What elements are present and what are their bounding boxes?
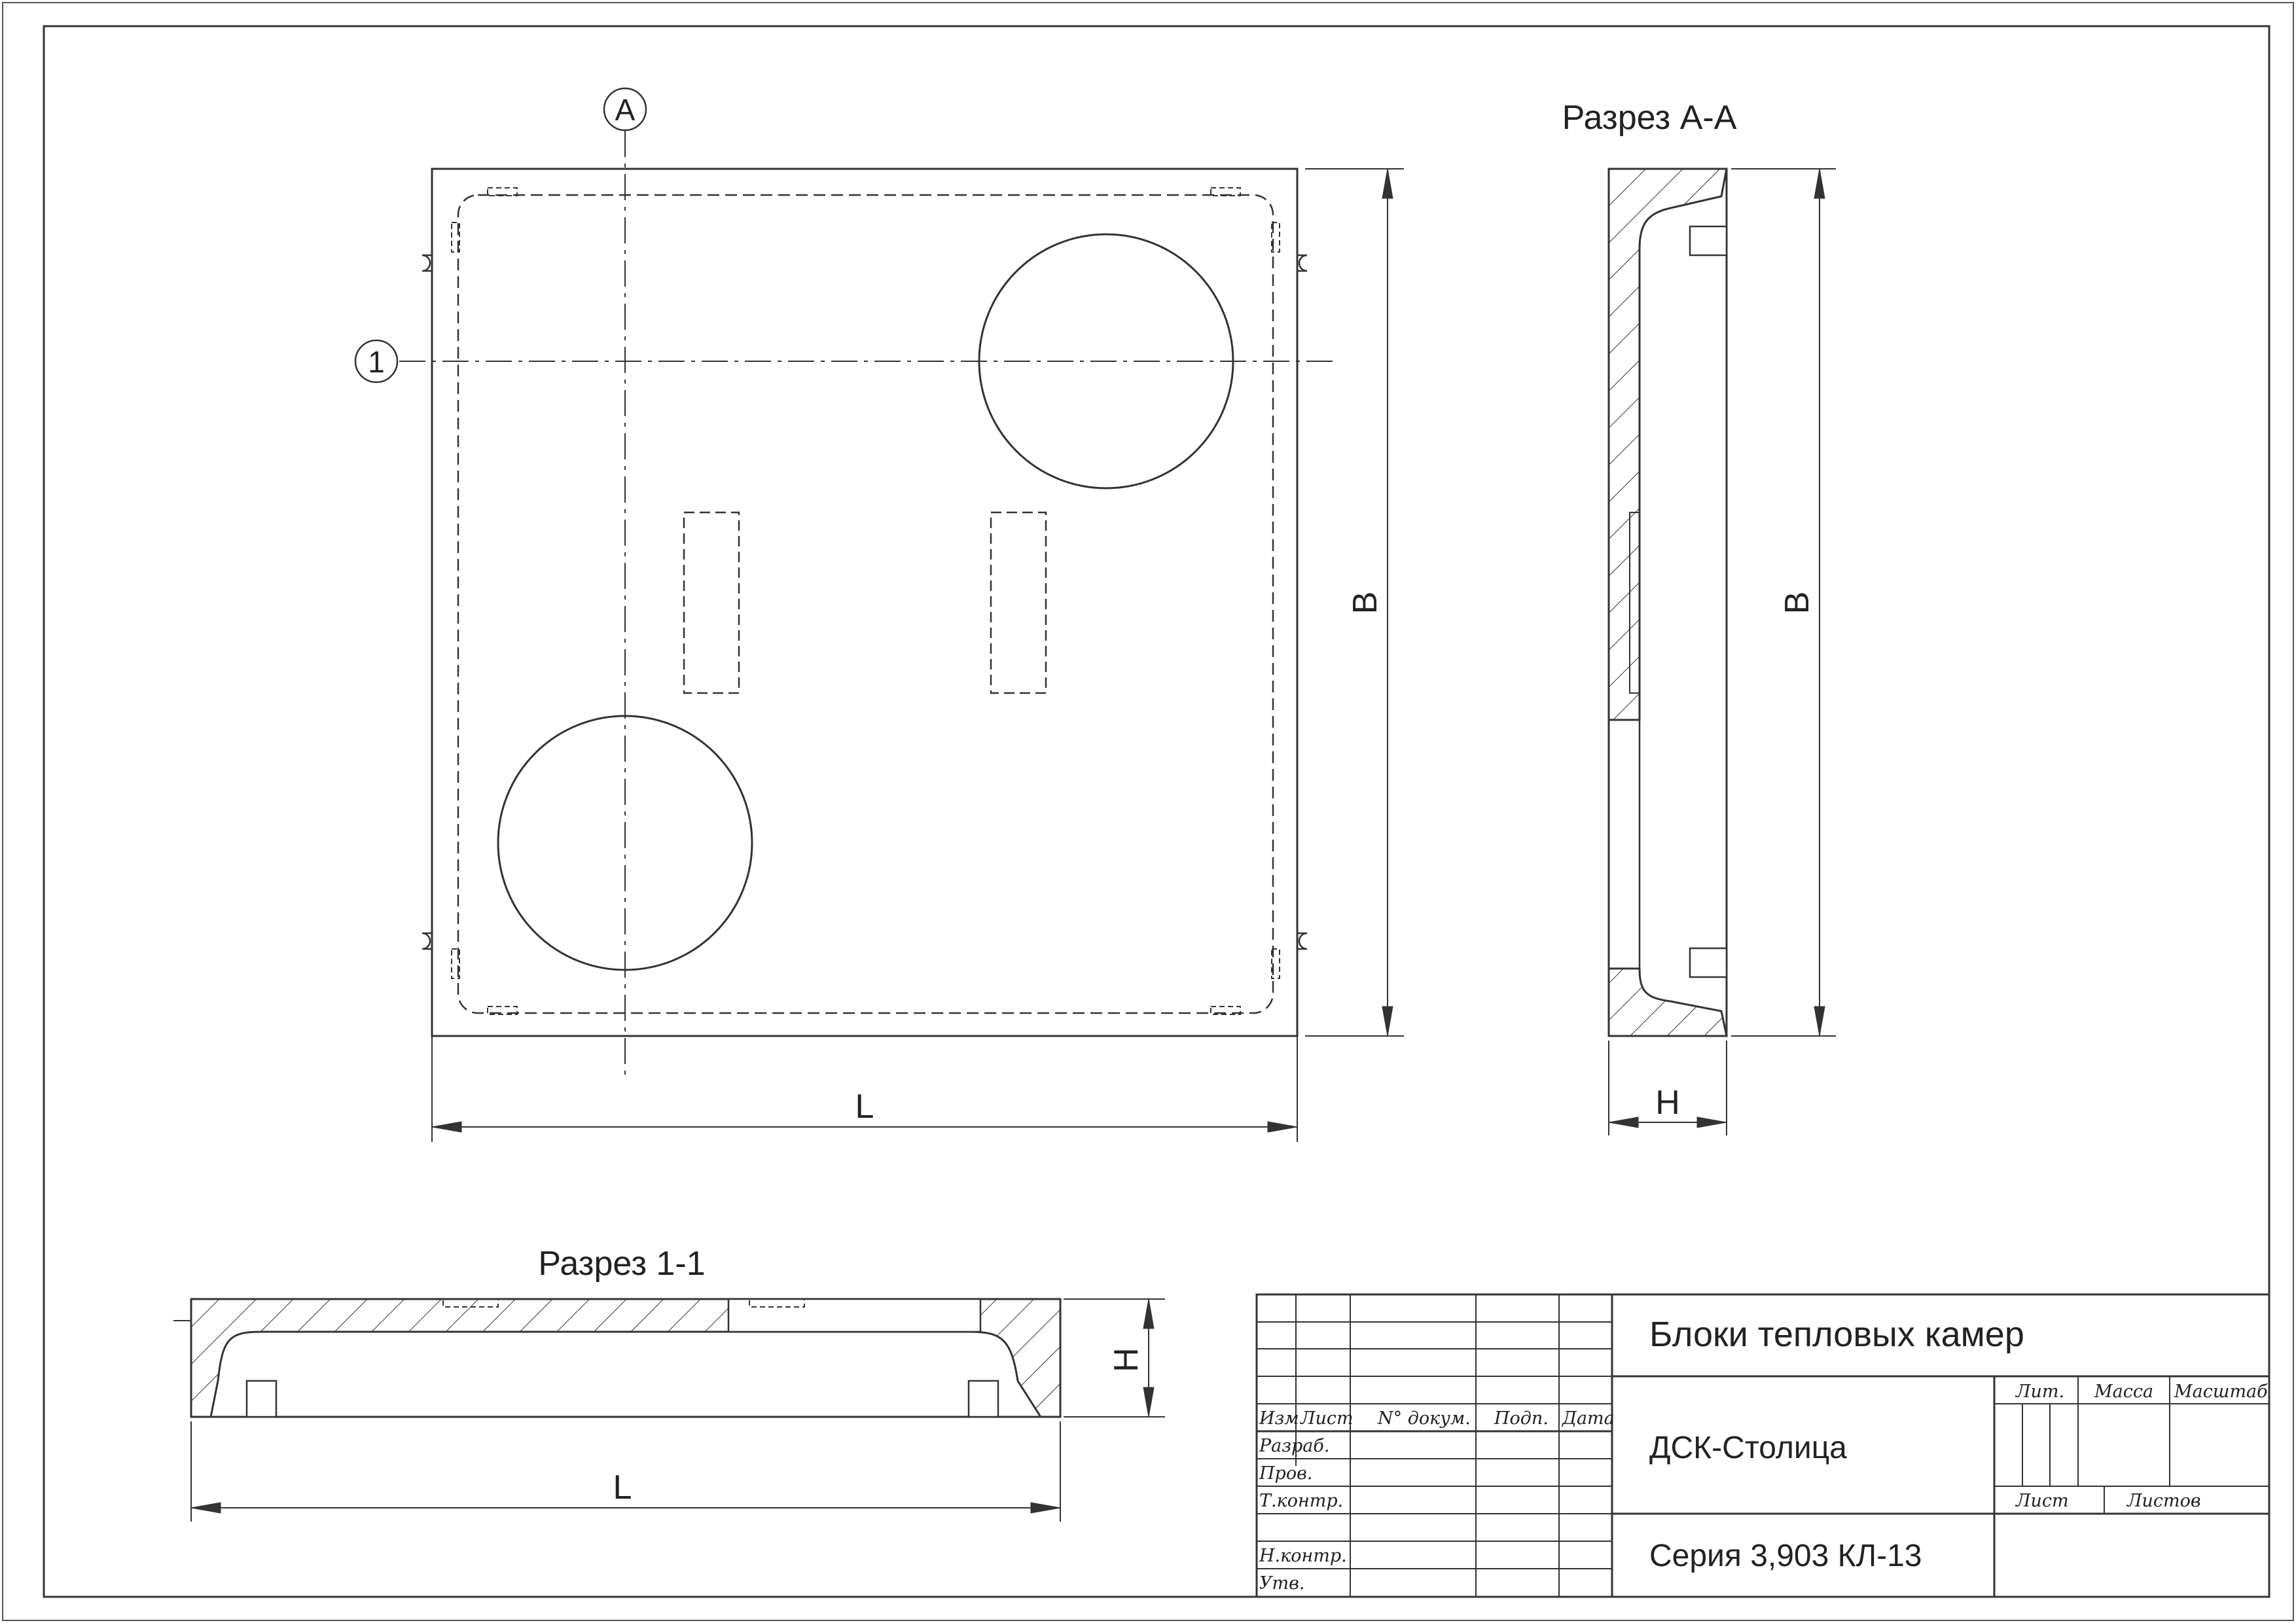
s11-dim-l-arrow-right [1030, 1502, 1061, 1514]
hidden-notch-lt [451, 222, 460, 253]
hidden-notch-lb [451, 948, 460, 979]
section-11-opening-gap [727, 1298, 982, 1333]
hidden-notch-tl [487, 187, 518, 196]
s11-dim-l-arrow-left [190, 1502, 221, 1514]
tb-col-header-doc: N° докум. [1377, 1408, 1471, 1429]
tb-sheets-label: Листов [2126, 1491, 2201, 1511]
tb-mass-label: Масса [2094, 1382, 2153, 1402]
section-aa-hatched-bottom [1607, 967, 1728, 1037]
section-marker-1-circle [354, 339, 399, 383]
s11-dim-h-arrow-top [1143, 1298, 1155, 1329]
dim-b-arrow-bottom [1382, 1006, 1393, 1037]
aa-dim-h-arrow-left [1608, 1116, 1639, 1128]
tb-col-header-sign: Подп. [1494, 1408, 1549, 1429]
aa-dim-b-arrow-top [1814, 168, 1825, 199]
tb-row-label-tkontr: Т.контр. [1259, 1491, 1343, 1511]
tb-lit-label: Лит. [2015, 1382, 2064, 1402]
section-11-recess-right [967, 1380, 999, 1418]
dim-b-arrow-top [1382, 168, 1393, 199]
hidden-pocket-right [990, 511, 1047, 694]
aa-dim-h-label: H [1655, 1084, 1680, 1122]
hidden-notch-bl [487, 1006, 518, 1015]
plan-dim-l-label: L [855, 1088, 874, 1126]
title-block [1255, 1293, 2270, 1598]
plan-dim-b-label: B [1346, 592, 1384, 615]
section-aa-recess-top [1689, 225, 1728, 257]
hidden-pocket-left [683, 511, 740, 694]
plan-hidden-cavity [457, 194, 1274, 1014]
plan-view [399, 131, 1404, 1142]
hidden-notch-br [1210, 1006, 1241, 1015]
title-block-border [1255, 1293, 2270, 1598]
tb-col-header-izm: Изм [1259, 1408, 1299, 1429]
lifting-loop-lb [422, 932, 432, 950]
tb-row-label-utv: Утв. [1259, 1573, 1304, 1594]
aa-dim-b-arrow-bottom [1814, 1006, 1825, 1037]
tb-row-label-nkontr: Н.контр. [1259, 1546, 1347, 1566]
s11-dim-h-label: H [1107, 1347, 1145, 1372]
section-11-hidden-pocket-left [442, 1298, 499, 1308]
tb-title: Блоки тепловых камер [1649, 1315, 2024, 1354]
tb-organization: ДСК-Столица [1649, 1431, 1847, 1465]
section-11 [173, 1298, 1165, 1522]
tb-col-header-date: Дата [1562, 1408, 1615, 1429]
section-11-recess-left [245, 1380, 278, 1418]
section-marker-a: A [615, 93, 636, 127]
section-aa-pocket [1629, 512, 1640, 694]
tb-series: Серия 3,903 КЛ-13 [1649, 1539, 1922, 1573]
hidden-notch-rb [1271, 948, 1280, 979]
hidden-notch-rt [1271, 222, 1280, 253]
view-11-title: Разрез 1-1 [538, 1245, 705, 1283]
section-aa [1607, 168, 1836, 1135]
plan-outline [431, 168, 1299, 1037]
tb-col-header-list: Лист [1299, 1408, 1354, 1429]
inner-frame [43, 25, 2270, 1598]
dim-l-arrow-left [431, 1121, 462, 1133]
tb-row-label-razrab: Разраб. [1259, 1436, 1329, 1456]
lifting-loop-rt [1297, 254, 1308, 272]
tb-row-label-prov: Пров. [1259, 1463, 1312, 1484]
hidden-notch-tr [1210, 187, 1241, 196]
section-11-hidden-pocket-right [749, 1298, 805, 1308]
dim-l-arrow-right [1267, 1121, 1298, 1133]
lifting-loop-lt [422, 254, 432, 272]
lifting-loop-rb [1297, 932, 1308, 950]
aa-dim-h-arrow-right [1696, 1116, 1727, 1128]
tb-sheet-label: Лист [2015, 1491, 2069, 1511]
section-marker-1: 1 [368, 345, 385, 379]
s11-dim-h-arrow-bottom [1143, 1387, 1155, 1418]
view-aa-title: Разрез А-А [1562, 99, 1737, 137]
s11-dim-l-label: L [613, 1469, 632, 1507]
section-marker-a-circle [603, 87, 647, 132]
tb-scale-label: Масштаб [2174, 1382, 2268, 1402]
section-aa-recess-bottom [1689, 947, 1728, 978]
aa-dim-b-label: B [1778, 592, 1816, 615]
